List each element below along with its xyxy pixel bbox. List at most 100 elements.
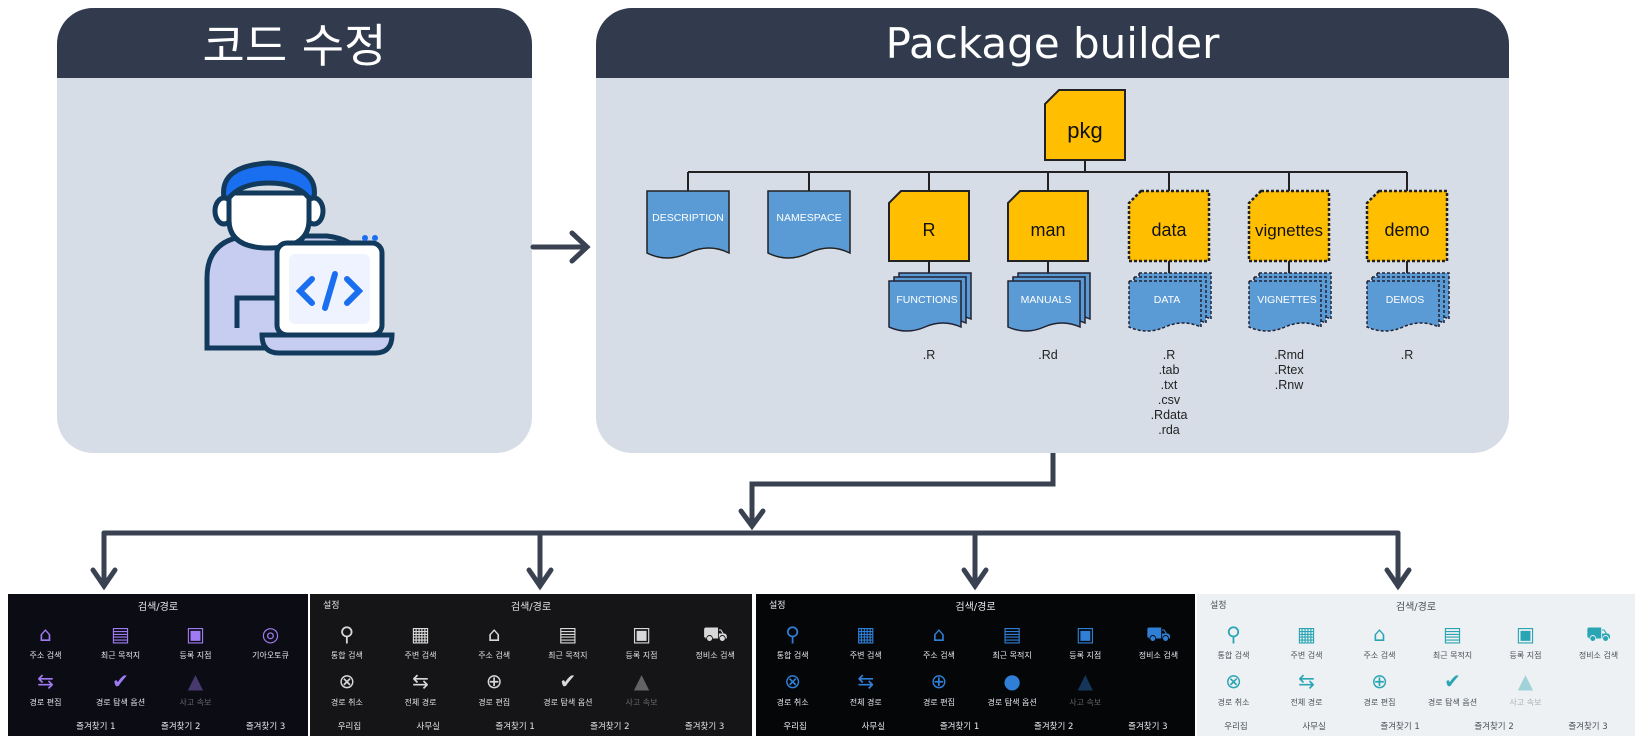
route-option-button[interactable]: ✔경로 탐색 옵션 [1416,669,1489,708]
folder-label: vignettes [1255,221,1323,240]
route-cancel-button[interactable]: ⊗경로 취소 [756,669,829,708]
route-cancel-button[interactable]: ⊗경로 취소 [310,669,384,708]
recent-destination-icon: ▤ [1002,622,1022,646]
registered-point-button[interactable]: ▣등록 지점 [158,622,233,661]
tile-label: 통합 검색 [776,651,809,660]
service-center-search-button[interactable]: ⛟정비소 검색 [678,622,752,661]
route-edit-button[interactable]: ⇆경로 편집 [8,669,83,708]
folder-label: R [923,220,936,240]
favorite-button[interactable]: 즐겨찾기 2 [161,722,201,732]
route-cancel-button[interactable]: ⊗경로 취소 [1197,669,1270,708]
settings-button[interactable]: 설정 [1210,601,1227,611]
full-route-button[interactable]: ⇆전체 경로 [1270,669,1343,708]
registered-point-button[interactable]: ▣등록 지점 [1049,622,1122,661]
code-edit-title: 코드 수정 [57,8,532,78]
nearby-search-button[interactable]: ▦주변 검색 [829,622,902,661]
tile-label: 등록 지점 [179,651,212,660]
route-edit-button[interactable]: ⊕경로 편집 [1343,669,1416,708]
favorite-button[interactable]: 즐겨찾기 1 [76,722,116,732]
accident-report-button[interactable]: ▲사고 속보 [1489,669,1562,708]
extension-label: .tab [1159,363,1180,377]
favorite-button[interactable]: 즐겨찾기 1 [939,722,980,732]
route-edit-icon: ⊕ [930,669,948,693]
nearby-search-icon: ▦ [856,622,876,646]
route-option-button[interactable]: ✔경로 탐색 옵션 [83,669,158,708]
recent-destination-button[interactable]: ▤최근 목적지 [976,622,1049,661]
registered-point-icon: ▣ [1516,622,1535,646]
nearby-search-button[interactable]: ▦ 주변 검색 [1270,622,1343,661]
recent-destination-button[interactable]: ▤최근 목적지 [531,622,605,661]
nearby-search-button[interactable]: ▦주변 검색 [384,622,458,661]
doc-stack [1248,280,1322,332]
favorite-button[interactable]: 즐겨찾기 3 [1128,722,1168,732]
full-route-button[interactable]: ⇆전체 경로 [384,669,458,708]
doc-stack [1366,280,1440,332]
address-search-button[interactable]: ⌂주소 검색 [1343,622,1416,661]
integrated-search-icon: ⚲ [339,622,355,646]
registered-point-button[interactable]: ▣등록 지점 [605,622,679,661]
integrated-search-button[interactable]: ⚲통합 검색 [1197,622,1270,661]
screen-title: 검색/경로 [510,602,552,613]
route-option-button[interactable]: ●경로 탐색 옵션 [976,669,1049,708]
tile-label: 경로 취소 [1217,698,1250,707]
doc-stack [888,280,962,332]
accident-report-button[interactable]: ▲사고 속보 [1049,669,1122,708]
registered-point-button[interactable]: ▣등록 지점 [1489,622,1562,661]
favorite-button[interactable]: 즐겨찾기 2 [1474,722,1514,732]
registered-point-icon: ▣ [1075,622,1095,646]
home-search-button[interactable]: ⌂주소 검색 [8,622,83,661]
tile-label: 최근 목적지 [1432,651,1473,660]
address-search-button[interactable]: ⌂주소 검색 [457,622,531,661]
favorite-button[interactable]: 사무실 [861,722,886,732]
recent-folder-button[interactable]: ▤최근 목적지 [83,622,158,661]
favorite-button[interactable]: 즐겨찾기 2 [590,722,630,732]
settings-button[interactable]: 설정 [323,601,340,611]
screen-title: 검색/경로 [1395,602,1437,613]
address-search-button[interactable]: ⌂주소 검색 [902,622,975,661]
route-edit-icon: ⊕ [1371,669,1388,693]
favorite-button[interactable]: 우리집 [1224,722,1248,732]
favorite-button[interactable]: 즐겨찾기 1 [1380,722,1420,732]
settings-button[interactable]: 설정 [769,601,786,611]
tile-label: 정비소 검색 [695,651,735,660]
favorite-button[interactable]: 즐겨찾기 3 [684,722,725,732]
screen-title: 검색/경로 [137,602,179,613]
tile-label: 주변 검색 [1290,651,1323,660]
favorite-button[interactable]: 우리집 [783,722,807,732]
favorite-button[interactable]: 즐겨찾기 2 [1034,722,1074,732]
route-edit-button[interactable]: ⊕경로 편집 [457,669,531,708]
recent-destination-button[interactable]: ▤최근 목적지 [1416,622,1489,661]
nearby-search-icon: ▦ [1297,622,1316,646]
tile-label: 주소 검색 [29,651,62,660]
favorite-button[interactable]: 즐겨찾기 3 [1568,722,1608,732]
service-center-search-button[interactable]: ⛟정비소 검색 [1562,622,1635,661]
route-edit-button[interactable]: ⊕경로 편집 [902,669,975,708]
accident-report-button[interactable]: ▲ 사고 속보 [158,669,233,708]
favorite-button[interactable]: 우리집 [337,722,362,732]
service-center-search-button[interactable]: ⛟정비소 검색 [1122,622,1195,661]
route-option-button[interactable]: ✔경로 탐색 옵션 [531,669,605,708]
favorite-button[interactable]: 즐겨찾기 1 [495,722,535,732]
screen-dark-purple: 검색/경로 ⌂주소 검색▤최근 목적지▣등록 지점◎기아오토큐 ⇆경로 편집✔경로 … [8,594,308,736]
service-center-search-icon: ⛟ [1585,622,1612,646]
tile-label: 통합 검색 [1217,651,1250,660]
full-route-icon: ⇆ [412,669,429,693]
full-route-button[interactable]: ⇆전체 경로 [829,669,902,708]
folder-label: man [1030,220,1065,240]
kia-autoq-button[interactable]: ◎기아오토큐 [233,622,308,661]
integrated-search-button[interactable]: ⚲통합 검색 [310,622,384,661]
extension-label: .Rnw [1275,378,1304,392]
address-search-icon: ⌂ [1373,622,1386,646]
screen-gray: 검색/경로 설정 ⚲통합 검색▦주변 검색⌂주소 검색▤최근 목적지▣등록 지점⛟정… [310,594,752,736]
integrated-search-button[interactable]: ⚲통합 검색 [756,622,829,661]
route-cancel-icon: ⊗ [338,669,356,693]
doc-stack-label: DATA [1154,294,1180,306]
favorite-button[interactable]: 사무실 [416,722,440,732]
favorite-button[interactable]: 사무실 [1302,722,1326,732]
tile-label: 사고 속보 [179,698,212,707]
full-route-icon: ⇆ [1298,669,1315,693]
accident-report-icon: ▲ [187,669,204,693]
favorite-button[interactable]: 즐겨찾기 3 [245,722,286,732]
accident-report-button[interactable]: ▲사고 속보 [605,669,679,708]
tile-label: 경로 탐색 옵션 [1427,698,1478,707]
